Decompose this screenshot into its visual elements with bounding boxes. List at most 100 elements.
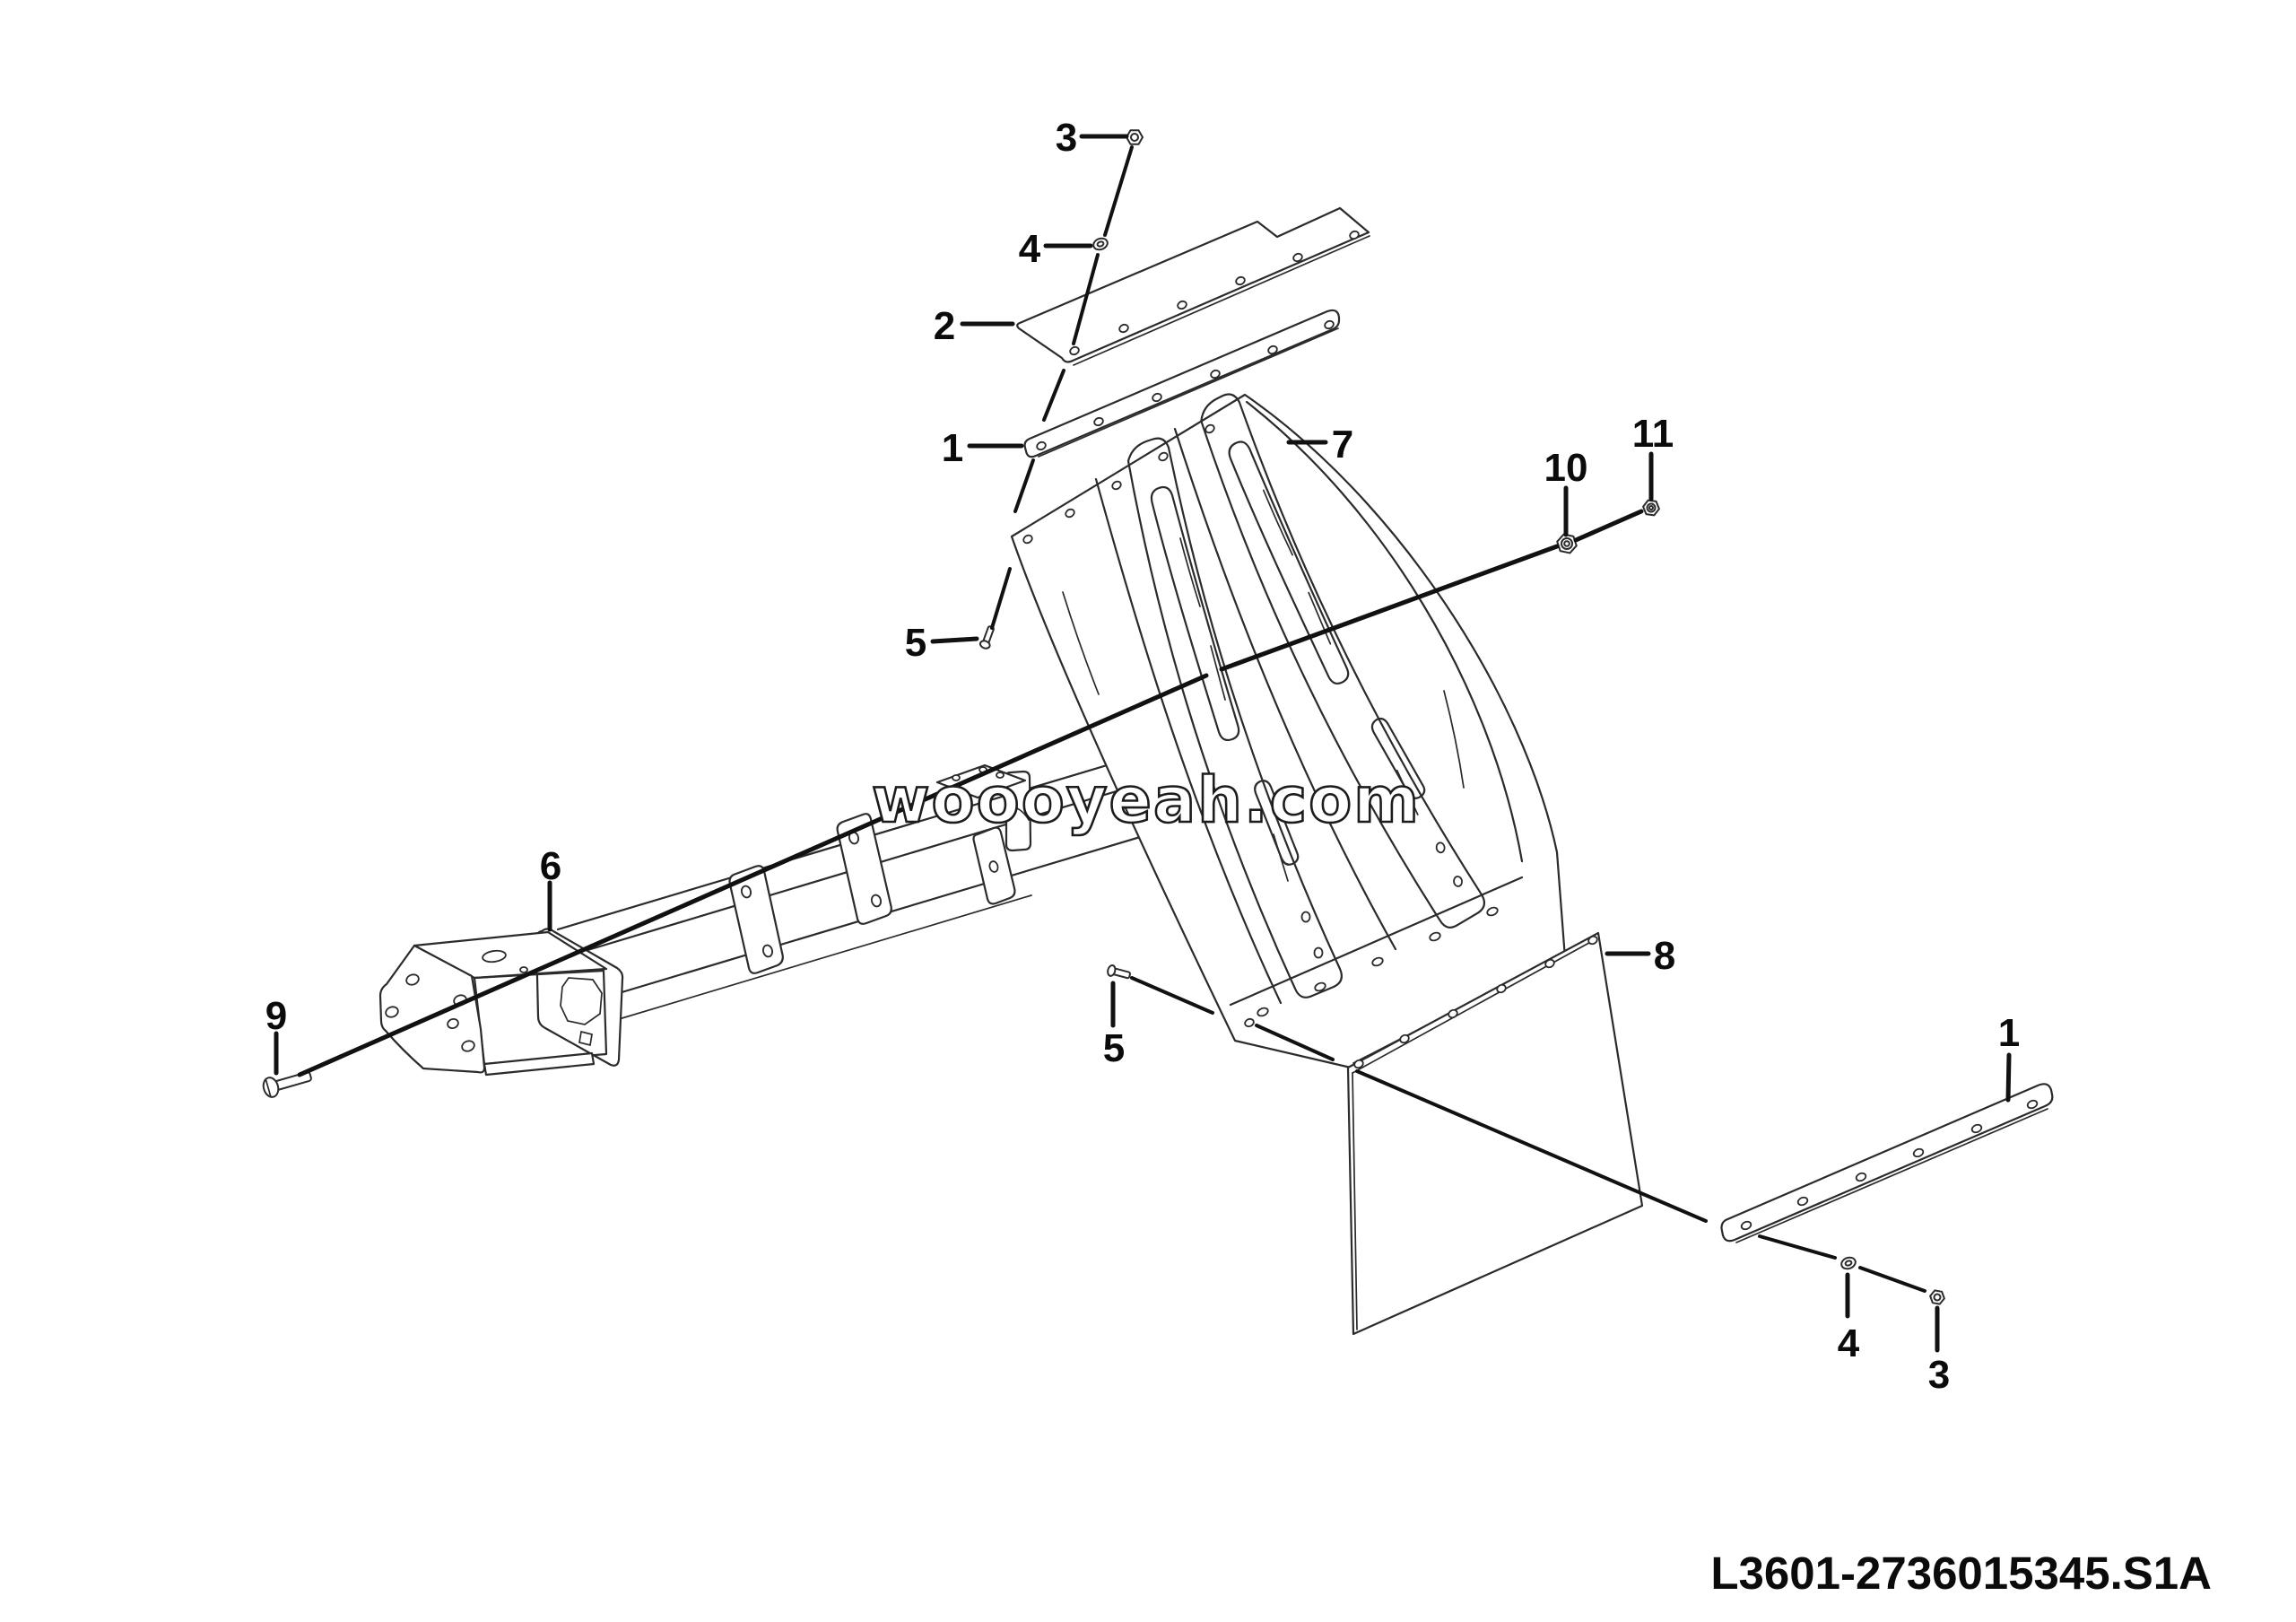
callout-3-top: 3 xyxy=(1056,116,1077,160)
callout-4-bottom: 4 xyxy=(1838,1321,1860,1365)
clamp-hole xyxy=(870,894,883,908)
fender-seam xyxy=(1173,427,1397,951)
panel-hole xyxy=(1292,252,1303,263)
clamp-hole xyxy=(761,944,774,958)
flange-nut-icon xyxy=(1556,533,1578,554)
strip-hole xyxy=(1152,392,1162,403)
watermark-text: woooyeah.com xyxy=(872,763,1421,837)
fender-hole xyxy=(1205,423,1215,434)
leader-nut10-nut11 xyxy=(1573,509,1644,543)
plate-hole xyxy=(955,788,964,795)
bracket-flange-hole xyxy=(560,977,603,1025)
top-panel-and-strip xyxy=(1016,206,1370,458)
arm-tube-lip-edge xyxy=(618,894,1032,1020)
fender-hole xyxy=(1111,480,1122,491)
fender-panel xyxy=(1010,368,1567,1069)
nut-icon xyxy=(1642,499,1660,517)
arm-end-bracket-detail xyxy=(1011,805,1030,821)
plate-hole xyxy=(996,772,1004,779)
bolt-icon xyxy=(1126,129,1144,145)
strip-hole xyxy=(1912,1147,1925,1158)
leader-strip1-fender xyxy=(1013,458,1035,513)
callout-5-lower: 5 xyxy=(1103,1026,1125,1070)
strip-hole xyxy=(1855,1172,1867,1182)
bracket-flange-small-hole xyxy=(578,1030,593,1047)
nut-icon xyxy=(1929,1289,1945,1305)
leader-bolt5-fender xyxy=(990,567,1012,630)
strip-outline xyxy=(1720,1083,2054,1243)
panel-hole xyxy=(1177,300,1187,310)
flap-hole xyxy=(1544,958,1555,969)
panel-hole xyxy=(1069,345,1080,356)
flap-hole xyxy=(1399,1033,1410,1044)
strip-hole xyxy=(1970,1123,1983,1134)
fender-hole xyxy=(1371,956,1384,967)
strip-hole xyxy=(1093,416,1104,427)
plate-hole xyxy=(952,774,961,781)
fender-accent-line xyxy=(1062,591,1100,695)
fender-hole xyxy=(1429,931,1441,942)
bracket-hole xyxy=(461,1040,475,1052)
leader-bolt5-fender-corner xyxy=(1130,976,1214,1015)
strip-hole xyxy=(2026,1099,2039,1110)
strip-hole xyxy=(1210,369,1221,379)
mounting-strip-bottom xyxy=(1720,1083,2054,1243)
bracket-top-plate-slot xyxy=(482,949,507,964)
leader-washer4-panel2 xyxy=(1072,253,1100,345)
bracket-front-plate xyxy=(378,944,486,1074)
part-code-label: L3601-2736015345.S1A xyxy=(1710,1548,2212,1599)
leader-panel2-strip1 xyxy=(1042,369,1065,422)
fender-seam xyxy=(1094,477,1283,1005)
callout-7: 7 xyxy=(1332,423,1353,467)
washer-icon xyxy=(1840,1256,1857,1270)
leader-flap-strip xyxy=(1355,1069,1708,1223)
cover-panel-thickness xyxy=(1073,235,1370,366)
fender-accent-line xyxy=(1443,690,1465,789)
hex-bolt-icon xyxy=(262,1071,312,1098)
callout-labels: 3 4 2 1 7 10 11 5 6 9 5 8 1 4 3 xyxy=(265,116,2020,1397)
leader-1-bottom xyxy=(2005,1052,2012,1103)
bolt-icon xyxy=(978,625,995,650)
clamp-hole xyxy=(740,885,752,899)
strip-hole xyxy=(1036,440,1047,451)
panel-hole xyxy=(1349,230,1360,240)
clamp-hole xyxy=(988,860,999,873)
fender-hole xyxy=(1314,981,1326,992)
fasteners xyxy=(262,129,1945,1305)
leader-strip-washer4 xyxy=(1758,1234,1837,1260)
callout-5-upper: 5 xyxy=(905,621,926,665)
arm-end-upright-bracket xyxy=(1004,770,1032,852)
strip-hole xyxy=(1267,344,1278,355)
strip-thickness xyxy=(1735,1108,2048,1243)
panel-hole xyxy=(1118,323,1129,334)
fender-corner-hole xyxy=(1244,1017,1255,1028)
callout-1-top: 1 xyxy=(942,426,963,470)
leader-bolt9-long-line xyxy=(297,673,1209,1077)
fender-bottom-band-edge xyxy=(1229,876,1524,1007)
flap-hole xyxy=(1496,983,1507,994)
callout-3-bottom: 3 xyxy=(1928,1353,1950,1397)
panel-hole xyxy=(1235,275,1246,286)
leader-bolt9-long-line xyxy=(1219,544,1560,672)
fender-hole xyxy=(1158,451,1169,462)
bolt-icon xyxy=(1107,964,1131,980)
bracket-bottom-flange xyxy=(483,1051,596,1077)
callout-11: 11 xyxy=(1632,412,1674,456)
callout-1-bottom: 1 xyxy=(1998,1011,2020,1055)
flap-hole xyxy=(1448,1008,1458,1019)
fender-hole xyxy=(1257,1007,1269,1017)
callout-4-top: 4 xyxy=(1019,227,1041,271)
callout-6: 6 xyxy=(540,844,561,888)
fender-hole xyxy=(1065,508,1075,519)
leader-fender-flap-corner xyxy=(1255,1024,1335,1061)
flap-hole xyxy=(1353,1059,1364,1069)
fender-inner-arc xyxy=(1245,400,1524,863)
arm-tube-bottom-edge xyxy=(608,820,1193,998)
flap-hole xyxy=(1587,935,1598,946)
leader-5-upper xyxy=(930,636,979,644)
bracket-hole xyxy=(385,1006,399,1018)
callout-8: 8 xyxy=(1654,934,1675,978)
leader-bolt3-washer4 xyxy=(1103,145,1134,237)
